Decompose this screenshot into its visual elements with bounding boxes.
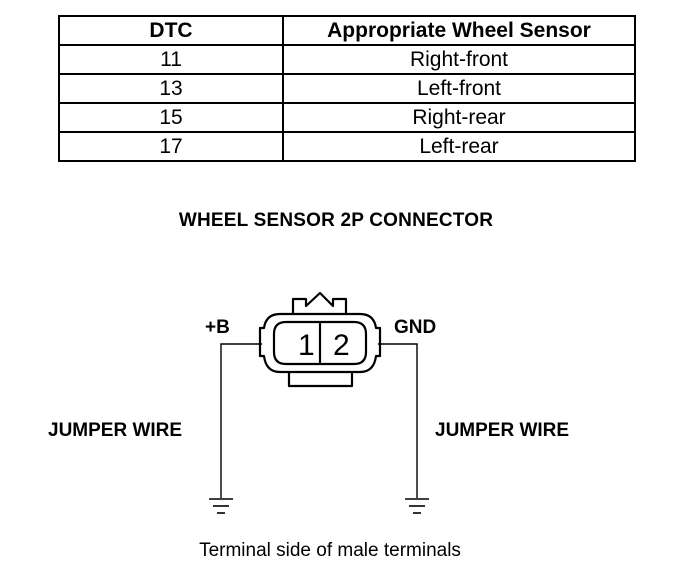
header-dtc: DTC bbox=[58, 15, 284, 46]
wheel-sensor-cell: Left-rear bbox=[282, 131, 636, 162]
header-wheel-sensor: Appropriate Wheel Sensor bbox=[282, 15, 636, 46]
table-header-row: DTC Appropriate Wheel Sensor bbox=[58, 15, 636, 46]
right-jumper-wire bbox=[378, 343, 418, 498]
dtc-code-cell: 17 bbox=[58, 131, 284, 162]
wheel-sensor-cell: Left-front bbox=[282, 73, 636, 104]
ground-symbol-icon bbox=[405, 498, 429, 514]
right-jumper-wire-label: JUMPER WIRE bbox=[435, 420, 569, 441]
dtc-code-cell: 13 bbox=[58, 73, 284, 104]
dtc-code-cell: 11 bbox=[58, 44, 284, 75]
table-row: 15 Right-rear bbox=[58, 102, 636, 133]
table-row: 17 Left-rear bbox=[58, 131, 636, 162]
diagram-title: WHEEL SENSOR 2P CONNECTOR bbox=[178, 210, 494, 231]
plus-b-label: +B bbox=[205, 317, 230, 338]
table-row: 11 Right-front bbox=[58, 44, 636, 75]
terminal-2-number: 2 bbox=[333, 329, 350, 362]
connector-icon bbox=[258, 291, 382, 388]
diagram-caption: Terminal side of male terminals bbox=[199, 540, 461, 561]
gnd-label: GND bbox=[394, 317, 436, 338]
terminal-1-number: 1 bbox=[298, 329, 315, 362]
dtc-table: DTC Appropriate Wheel Sensor 11 Right-fr… bbox=[58, 15, 636, 162]
wheel-sensor-cell: Right-front bbox=[282, 44, 636, 75]
table-row: 13 Left-front bbox=[58, 73, 636, 104]
wheel-sensor-cell: Right-rear bbox=[282, 102, 636, 133]
left-jumper-wire bbox=[220, 343, 262, 498]
dtc-code-cell: 15 bbox=[58, 102, 284, 133]
left-jumper-wire-label: JUMPER WIRE bbox=[48, 420, 182, 441]
ground-symbol-icon bbox=[209, 498, 233, 514]
